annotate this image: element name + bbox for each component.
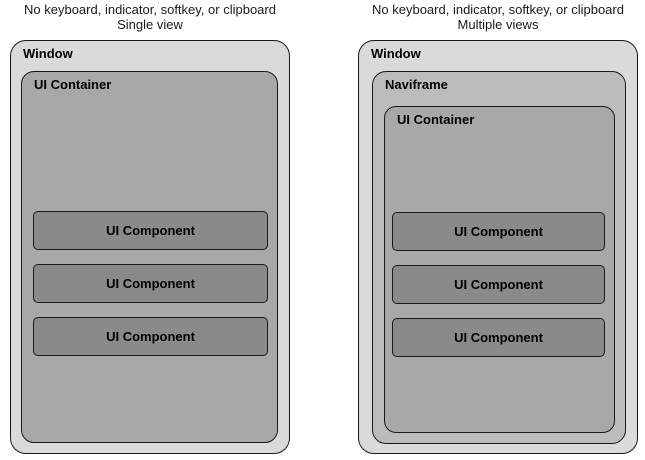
ui-component-label: UI Component xyxy=(106,276,195,291)
window-label: Window xyxy=(371,46,421,61)
ui-container-box: UI Container UI Component UI Component U… xyxy=(384,106,615,433)
naviframe-box: Naviframe UI Container UI Component UI C… xyxy=(372,71,626,444)
window-label: Window xyxy=(23,46,73,61)
ui-component-label: UI Component xyxy=(106,223,195,238)
ui-component-label: UI Component xyxy=(454,277,543,292)
multiple-views-caption: No keyboard, indicator, softkey, or clip… xyxy=(348,2,645,32)
single-view-window-box: Window UI Container UI Component UI Comp… xyxy=(10,40,290,454)
ui-component-label: UI Component xyxy=(454,224,543,239)
caption-line-2: Single view xyxy=(117,17,183,32)
ui-component-box: UI Component xyxy=(392,212,605,251)
ui-component-box: UI Component xyxy=(33,264,268,303)
ui-component-box: UI Component xyxy=(392,265,605,304)
caption-line-2: Multiple views xyxy=(457,17,539,32)
ui-component-label: UI Component xyxy=(454,330,543,345)
ui-component-box: UI Component xyxy=(33,211,268,250)
caption-line-1: No keyboard, indicator, softkey, or clip… xyxy=(24,2,276,17)
ui-container-label: UI Container xyxy=(34,77,112,92)
ui-component-box: UI Component xyxy=(392,318,605,357)
ui-container-box: UI Container UI Component UI Component U… xyxy=(21,71,278,443)
ui-component-label: UI Component xyxy=(106,329,195,344)
single-view-caption: No keyboard, indicator, softkey, or clip… xyxy=(0,2,300,32)
ui-component-box: UI Component xyxy=(33,317,268,356)
ui-container-label: UI Container xyxy=(397,112,475,127)
multiple-views-window-box: Window Naviframe UI Container UI Compone… xyxy=(358,40,638,454)
caption-line-1: No keyboard, indicator, softkey, or clip… xyxy=(372,2,624,17)
naviframe-label: Naviframe xyxy=(385,77,448,92)
